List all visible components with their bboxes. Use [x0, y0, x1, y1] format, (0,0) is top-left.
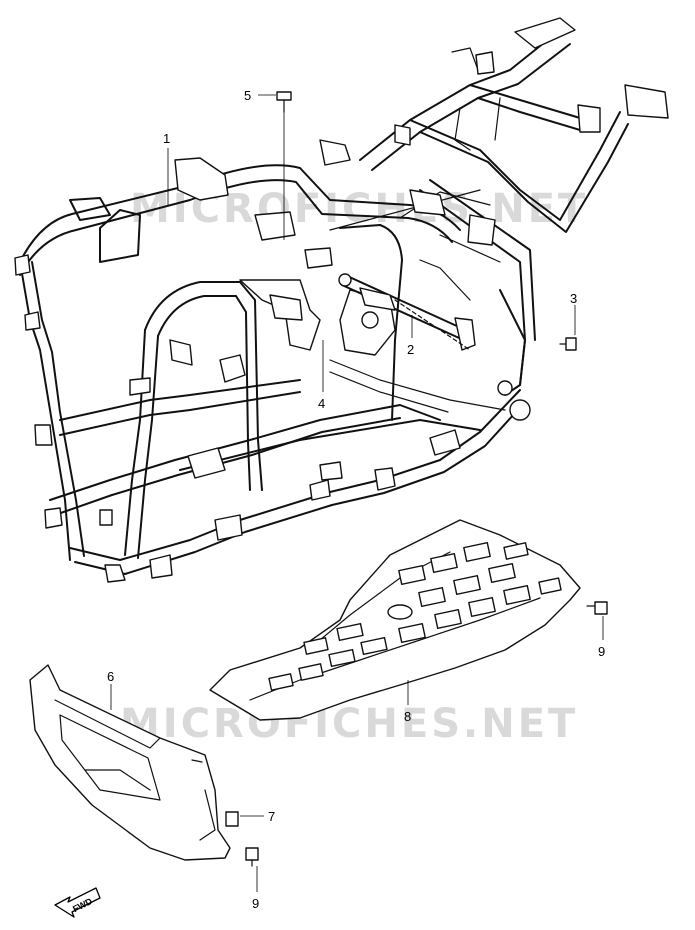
watermark-bottom: MICROFICHES.NET [120, 701, 578, 747]
callout-8: 8 [404, 709, 411, 724]
callout-3: 3 [570, 291, 577, 306]
callout-2: 2 [407, 342, 414, 357]
part-6-front-guard [29, 664, 231, 861]
callout-7: 7 [268, 809, 275, 824]
part-8-skid-plate [209, 519, 581, 721]
bolt-9-lower [245, 847, 259, 867]
skid-plate-ribs [268, 541, 562, 691]
bolt-7 [225, 811, 239, 827]
frame-assembly [14, 17, 669, 583]
callout-4: 4 [318, 396, 325, 411]
callout-1: 1 [163, 131, 170, 146]
bolt-3 [559, 337, 577, 351]
callout-6: 6 [107, 669, 114, 684]
fwd-arrow-icon: FWD [54, 887, 101, 918]
callout-9-upper: 9 [598, 644, 605, 659]
leader-lines [110, 94, 604, 892]
callout-9-lower: 9 [252, 896, 259, 911]
callout-5: 5 [244, 88, 251, 103]
part-2-shaft [338, 259, 476, 351]
bolt-9-upper [586, 601, 608, 615]
bolt-5 [276, 91, 292, 113]
